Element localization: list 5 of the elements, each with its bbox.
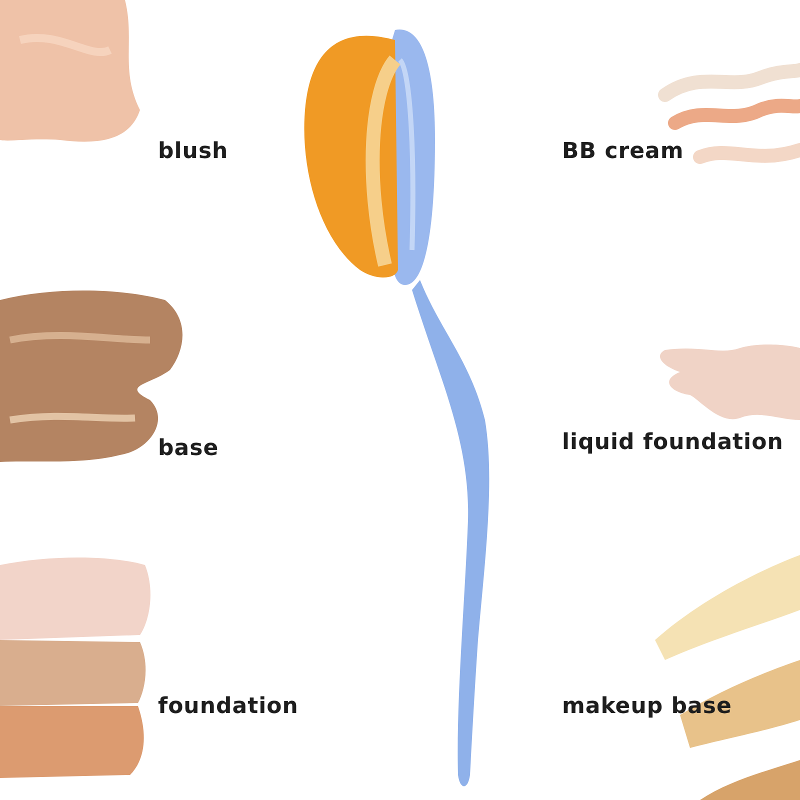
product-label: blush bbox=[158, 139, 228, 165]
product-label: foundation bbox=[158, 694, 298, 720]
product-label: liquid foundation bbox=[562, 430, 784, 456]
product-label: BB cream bbox=[562, 139, 684, 165]
product-label: base bbox=[158, 436, 219, 462]
